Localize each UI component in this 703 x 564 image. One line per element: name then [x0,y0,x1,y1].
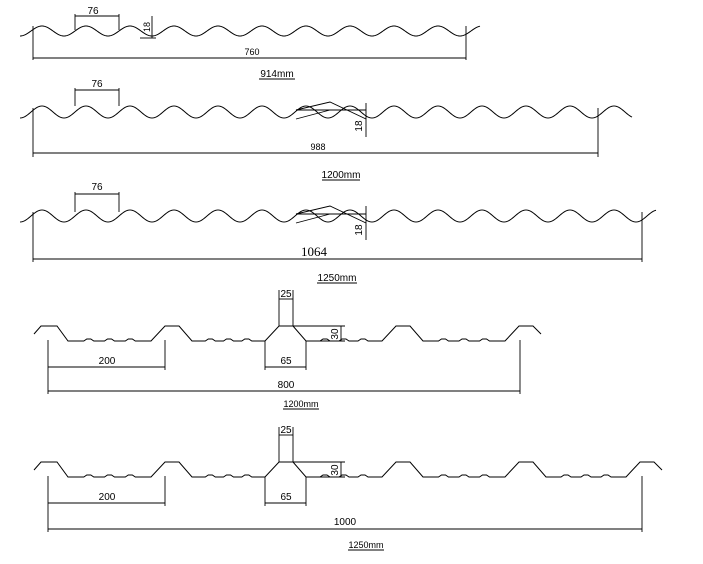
cover-width-label: 1064 [301,244,328,259]
pitch-label: 76 [91,79,103,90]
base-width-label: 65 [280,492,292,503]
top-width-label: 25 [280,425,292,436]
corrugated-profile-line [19,105,633,119]
total-width-label: 1250mm [318,273,357,284]
total-width-label: 1200mm [283,399,318,409]
total-width-label: 914mm [260,69,293,80]
profile-3: 76 18 1064 1250mm [19,182,657,284]
height-label: 30 [330,328,341,340]
corrugated-profile-line [19,25,481,37]
top-width-label: 25 [280,289,292,300]
cover-width-label: 988 [310,142,325,152]
base-width-label: 65 [280,356,292,367]
height-label: 30 [330,464,341,476]
total-width-label: 1200mm [322,170,361,181]
height-label: 18 [354,224,365,236]
trapezoidal-profile-line [33,325,542,342]
total-width-label: 1250mm [348,540,383,550]
profile-1: 76 18 760 914mm [19,6,481,80]
trapezoidal-profile-line [33,461,663,478]
pitch-label: 76 [87,6,99,17]
profile-2: 76 18 988 1200mm [19,79,633,181]
profile-5: 25 30 65 200 1000 1250mm [33,425,663,551]
cover-width-label: 800 [278,380,295,391]
height-label: 18 [142,22,152,32]
pitch-label: 76 [91,182,103,193]
crest-detail-lines [295,205,367,224]
valley-width-label: 200 [99,356,116,367]
cover-width-label: 1000 [334,517,357,528]
cover-width-label: 760 [244,47,259,57]
profile-4: 25 30 65 200 800 1200mm [33,289,542,410]
height-label: 18 [354,120,365,132]
corrugated-profile-line [19,209,657,223]
valley-width-label: 200 [99,492,116,503]
crest-detail-lines [295,101,367,120]
